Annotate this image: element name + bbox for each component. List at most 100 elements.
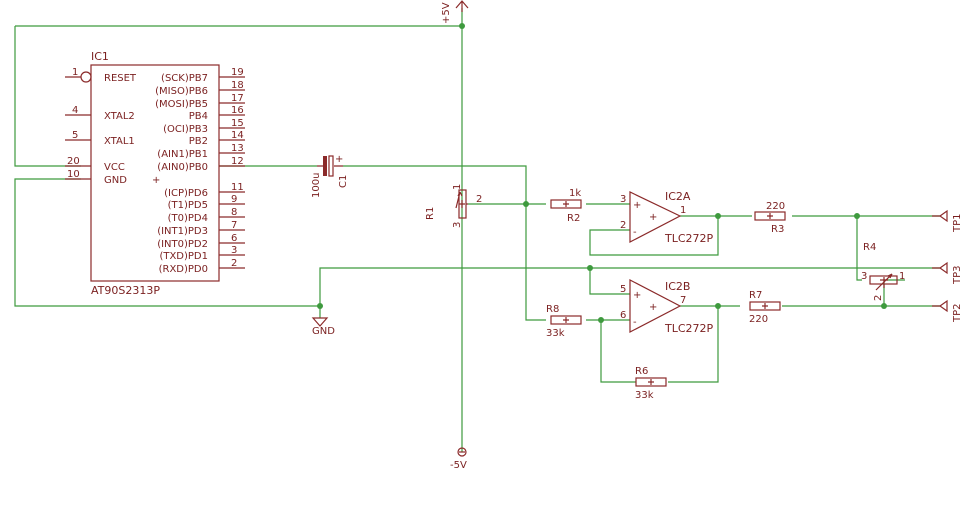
r1-wiper-mark	[455, 191, 468, 209]
pin-number: 12	[231, 156, 244, 167]
ic2b-opamp: + - + 5 6 7 IC2B TLC272P	[620, 279, 714, 335]
r7-mark	[762, 303, 768, 309]
ic2a-pin-minus: 2	[620, 220, 626, 231]
r3-resistor: 220 R3	[754, 201, 786, 235]
r6-mark	[648, 379, 654, 385]
pin-label: (SCK)PB7	[161, 73, 208, 84]
ic1-right-pins	[219, 76, 245, 269]
pin-number: 9	[231, 194, 237, 205]
ic2b-plus-sign: +	[633, 290, 641, 301]
vee-circle	[457, 447, 467, 457]
vcc-arrow	[455, 0, 469, 12]
ic2b-pin-out: 7	[680, 295, 686, 306]
pin-label: PB4	[189, 111, 208, 122]
wire-ic2b-feedback	[600, 306, 719, 383]
ic2a-pin-out: 1	[680, 205, 686, 216]
pin-label: (OCI)PB3	[163, 124, 208, 135]
pin-label: (MOSI)PB5	[155, 99, 208, 110]
junction-dot	[854, 213, 860, 219]
ic2b-minus-sign: -	[633, 317, 637, 328]
r4-potentiometer: R4 3 1 2	[861, 242, 905, 301]
ic1-mark: +	[152, 175, 160, 186]
pin-number: 13	[231, 143, 244, 154]
pin-number: 14	[231, 130, 244, 141]
ic2b-name: IC2B	[665, 280, 690, 293]
pin-label: PB2	[189, 136, 208, 147]
pin-label: (AIN1)PB1	[157, 149, 208, 160]
tp1-arrow	[932, 209, 948, 223]
ic1-body	[90, 64, 220, 282]
r7-body	[749, 301, 781, 311]
pin-label: (T0)PD4	[168, 213, 208, 224]
pin-number: 5	[72, 130, 78, 141]
vcc-label: +5V	[441, 2, 452, 24]
pin-label: GND	[104, 175, 127, 186]
tp2-label: TP2	[952, 303, 963, 323]
r6-name: R6	[635, 366, 648, 377]
vee-label: -5V	[450, 460, 467, 471]
ic2a-triangle	[629, 191, 682, 243]
wire-r4	[856, 216, 905, 306]
vcc-symbol: +5V	[441, 0, 469, 24]
ic2b-pin-minus: 6	[620, 310, 626, 321]
pin-number: 20	[67, 156, 80, 167]
r6-value: 33k	[635, 390, 654, 401]
junction-dot	[715, 213, 721, 219]
ic1-left-labels: 1 RESET 4 XTAL2 5 XTAL1 20 VCC 10 GND	[67, 67, 137, 186]
pin-number: 19	[231, 67, 244, 78]
pin-label: (RXD)PD0	[159, 264, 208, 275]
ic2a-opamp: + - + 3 2 1 IC2A TLC272P	[620, 190, 714, 245]
pin-number: 6	[231, 233, 237, 244]
pin-number: 7	[231, 220, 237, 231]
ic2a-name: IC2A	[665, 190, 691, 203]
r7-value: 220	[749, 314, 768, 325]
r1-pin-1: 1	[452, 184, 463, 190]
r2-mark	[563, 201, 569, 207]
r3-mark	[767, 213, 773, 219]
tp1-label: TP1	[952, 213, 963, 233]
pin-label: (MISO)PB6	[155, 86, 208, 97]
r2-body	[550, 199, 582, 209]
pin-number: 8	[231, 207, 237, 218]
tp3-testpoint: TP3	[932, 261, 963, 285]
pin-number: 17	[231, 93, 244, 104]
r2-resistor: 1k R2	[550, 188, 582, 224]
r3-value: 220	[766, 201, 785, 212]
pin-label: (AIN0)PB0	[157, 162, 208, 173]
ic2b-value: TLC272P	[664, 322, 714, 335]
r2-value: 1k	[569, 188, 581, 199]
junctions	[317, 23, 887, 323]
junction-dot	[587, 265, 593, 271]
r8-value: 33k	[546, 328, 565, 339]
pin-label: (TXD)PD1	[159, 251, 208, 262]
gnd-symbol: GND	[311, 317, 335, 337]
wire-ic2a-feedback	[589, 216, 719, 256]
r7-resistor: R7 220	[749, 290, 781, 325]
tp3-arrow	[932, 261, 948, 275]
pin-label: (T1)PD5	[168, 200, 208, 211]
r8-mark	[563, 317, 569, 323]
ic2a-plus-sign: +	[633, 200, 641, 211]
pin-number: 18	[231, 80, 244, 91]
ic1-symbol: IC1 AT90S2313P + 1 RESET 4 XTAL2 5 XTAL1…	[65, 50, 245, 297]
gnd-triangle	[311, 317, 329, 327]
r4-pin-2: 2	[873, 295, 884, 301]
ic2b-pin-plus: 5	[620, 284, 626, 295]
r8-name: R8	[546, 304, 559, 315]
pin-number: 16	[231, 105, 244, 116]
r7-name: R7	[749, 290, 762, 301]
tp1-testpoint: TP1	[932, 209, 963, 233]
pin-number: 1	[72, 67, 78, 78]
r4-pin-1: 1	[899, 271, 905, 282]
tp2-arrow	[932, 299, 948, 313]
junction-dot	[317, 303, 323, 309]
c1-name: C1	[338, 175, 349, 188]
ic2b-gain-mark: +	[649, 302, 657, 313]
ic2a-pin-plus: 3	[620, 194, 626, 205]
ic1-left-pins	[65, 76, 91, 180]
tp2-testpoint: TP2	[932, 299, 963, 323]
pin-label: XTAL1	[104, 136, 135, 147]
pin-label: (INT1)PD3	[157, 226, 208, 237]
wire-vcc-loop	[14, 8, 463, 452]
